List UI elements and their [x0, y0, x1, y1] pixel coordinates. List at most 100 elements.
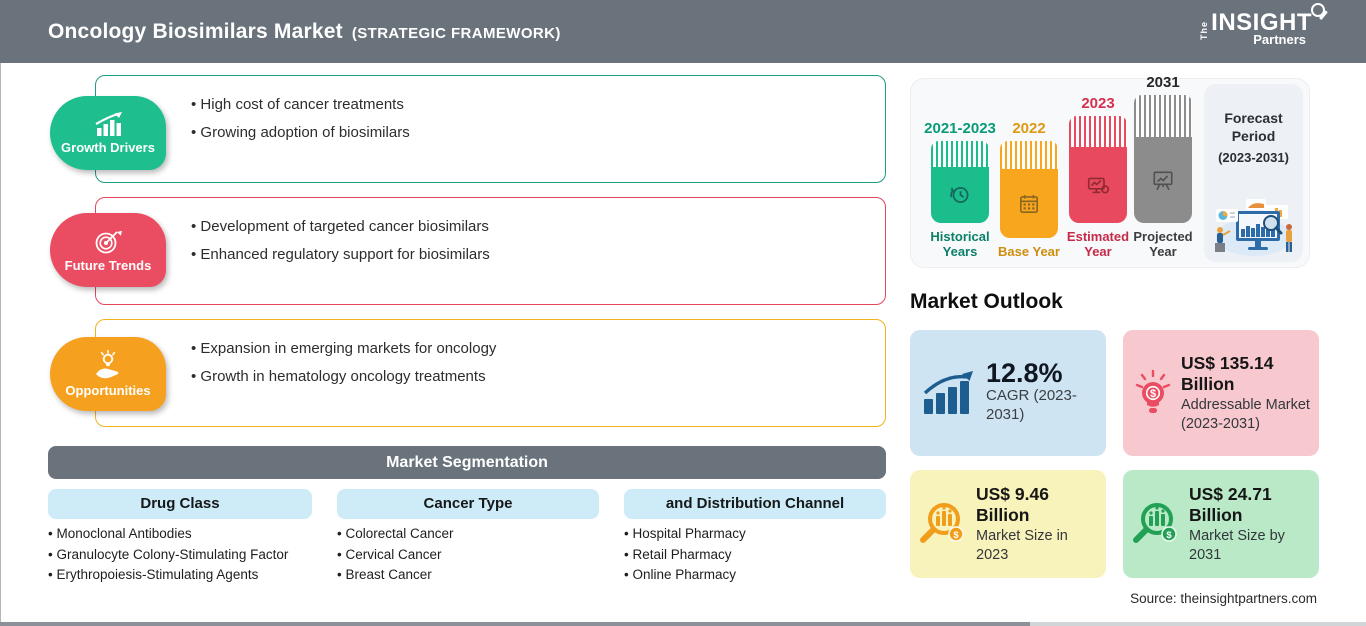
bar-body	[1069, 147, 1127, 223]
segment-header-drug-class: Drug Class	[48, 489, 312, 519]
growth-drivers-badge: Growth Drivers	[50, 96, 166, 170]
future-trends-badge: Future Trends	[50, 213, 166, 287]
size-2023-label: Market Size in 2023	[976, 527, 1068, 563]
growth-bars-arrow-icon	[923, 371, 973, 414]
bar-stripes	[931, 141, 989, 167]
size-2023-card-text: US$ 9.46 Billion Market Size in 2023	[976, 484, 1106, 565]
analytics-illustration	[1215, 199, 1292, 256]
timeline-bar-historical: 2021-2023 Historical Years	[924, 120, 996, 259]
horizontal-scrollbar-track[interactable]	[0, 622, 1366, 626]
history-clock-icon	[950, 187, 969, 203]
page-title: Oncology Biosimilars Market	[48, 19, 343, 43]
list-item: Breast Cancer	[337, 565, 454, 586]
horizontal-scrollbar-thumb[interactable]	[0, 622, 1030, 626]
svg-text:$: $	[953, 530, 959, 541]
bullet-item: Development of targeted cancer biosimila…	[191, 217, 865, 237]
logo-main: INSIGHT Partners	[1211, 3, 1327, 47]
timeline-year-label: 2022	[1012, 120, 1046, 137]
list-item: Retail Pharmacy	[624, 545, 746, 566]
drug-class-list: Monoclonal Antibodies Granulocyte Colony…	[48, 524, 288, 586]
market-size-2031-card: $ US$ 24.71 Billion Market Size by 2031	[1123, 470, 1319, 578]
lightbulb-dollar-icon: $	[1135, 369, 1171, 413]
forecast-period-panel: Forecast Period (2023-2031)	[1204, 84, 1303, 262]
addressable-value: US$ 135.14 Billion	[1181, 352, 1274, 394]
timeline-caption: Base Year	[998, 244, 1060, 259]
distribution-channel-list: Hospital Pharmacy Retail Pharmacy Online…	[624, 524, 746, 586]
timeline-bar-estimated: 2023 Estimated Year	[1067, 95, 1129, 259]
bar-stripes	[1069, 116, 1127, 147]
addressable-market-card: $ US$ 135.14 Billion Addressable Market …	[1123, 330, 1319, 456]
forecast-period-title: Forecast Period	[1224, 110, 1283, 144]
window-left-edge	[0, 63, 1, 626]
bar-stripes	[1000, 141, 1058, 169]
magnifier-chart-icon: $	[1133, 503, 1177, 543]
magnifier-handle	[1318, 10, 1327, 20]
future-trends-box: Development of targeted cancer biosimila…	[95, 197, 886, 305]
logo-partners-text: Partners	[1253, 32, 1306, 47]
cancer-type-list: Colorectal Cancer Cervical Cancer Breast…	[337, 524, 454, 586]
segment-header-distribution-channel: and Distribution Channel	[624, 489, 886, 519]
addressable-label: Addressable Market (2023-2031)	[1181, 396, 1310, 432]
bar-stripes	[1134, 95, 1192, 137]
list-item: Monoclonal Antibodies	[48, 524, 288, 545]
bullet-item: Expansion in emerging markets for oncolo…	[191, 339, 865, 359]
bullet-item: Enhanced regulatory support for biosimil…	[191, 245, 865, 265]
cagr-card-text: 12.8% CAGR (2023-2031)	[986, 357, 1106, 424]
timeline-bar	[1069, 116, 1127, 223]
list-item: Granulocyte Colony-Stimulating Factor	[48, 545, 288, 566]
forecast-period-range: (2023-2031)	[1218, 150, 1289, 165]
size-2031-value: US$ 24.71 Billion	[1189, 483, 1272, 525]
market-segmentation-bar: Market Segmentation	[48, 446, 886, 479]
magnifier-chart-icon: $	[920, 503, 964, 543]
target-dart-icon	[95, 230, 122, 254]
size-2031-card-text: US$ 24.71 Billion Market Size by 2031	[1189, 484, 1319, 565]
segment-header-cancer-type: Cancer Type	[337, 489, 599, 519]
bullet-item: High cost of cancer treatments	[191, 95, 865, 115]
page-subtitle: (STRATEGIC FRAMEWORK)	[351, 24, 561, 42]
svg-text:$: $	[1166, 530, 1172, 541]
market-outlook-title: Market Outlook	[910, 290, 1063, 313]
cagr-card: 12.8% CAGR (2023-2031)	[910, 330, 1106, 456]
badge-label: Opportunities	[65, 383, 151, 398]
cagr-value: 12.8%	[986, 357, 1063, 388]
timeline-bar	[1000, 141, 1058, 238]
size-2023-value: US$ 9.46 Billion	[976, 483, 1049, 525]
timeline-year-label: 2023	[1081, 95, 1115, 112]
insight-partners-logo: The INSIGHT Partners	[1199, 3, 1327, 47]
magnifier-icon	[1311, 3, 1327, 20]
page-title-group: Oncology Biosimilars Market (STRATEGIC F…	[48, 20, 561, 44]
timeline-caption: Estimated Year	[1066, 229, 1130, 259]
timeline-bar-base: 2022 Base Year	[998, 120, 1060, 259]
cagr-label: CAGR (2023-2031)	[986, 386, 1077, 423]
growth-drivers-bullets: High cost of cancer treatments Growing a…	[96, 76, 885, 143]
hand-lightbulb-icon	[96, 350, 119, 379]
timeline-bar	[1134, 95, 1192, 223]
market-size-2023-card: $ US$ 9.46 Billion Market Size in 2023	[910, 470, 1106, 578]
growth-drivers-box: High cost of cancer treatments Growing a…	[95, 75, 886, 183]
bullet-item: Growth in hematology oncology treatments	[191, 367, 865, 387]
bar-body	[1134, 137, 1192, 223]
timeline-bar-projected: 2031 Projected Year	[1133, 74, 1192, 259]
calendar-icon	[1020, 194, 1038, 213]
list-item: Hospital Pharmacy	[624, 524, 745, 545]
list-item: Online Pharmacy	[624, 565, 746, 586]
timeline-caption: Projected Year	[1133, 229, 1193, 259]
badge-label: Growth Drivers	[61, 140, 155, 155]
bar-chart-arrow-icon	[95, 112, 122, 136]
size-2031-label: Market Size by 2031	[1189, 527, 1285, 563]
timeline-year-label: 2021-2023	[924, 120, 996, 137]
list-item: Colorectal Cancer	[337, 524, 453, 545]
addressable-card-text: US$ 135.14 Billion Addressable Market (2…	[1181, 353, 1319, 434]
bar-body	[931, 167, 989, 223]
future-trends-bullets: Development of targeted cancer biosimila…	[96, 198, 885, 265]
opportunities-bullets: Expansion in emerging markets for oncolo…	[96, 320, 885, 387]
opportunities-box: Expansion in emerging markets for oncolo…	[95, 319, 886, 427]
bullet-item: Growing adoption of biosimilars	[191, 123, 865, 143]
timeline-bar	[931, 141, 989, 223]
timeline-year-label: 2031	[1146, 74, 1180, 91]
badge-label: Future Trends	[64, 258, 152, 273]
list-item: Erythropoiesis-Stimulating Agents	[48, 565, 288, 586]
research-timeline-card: 2021-2023 Historical Years 2022	[910, 74, 1310, 268]
estimate-chart-icon	[1087, 177, 1110, 194]
